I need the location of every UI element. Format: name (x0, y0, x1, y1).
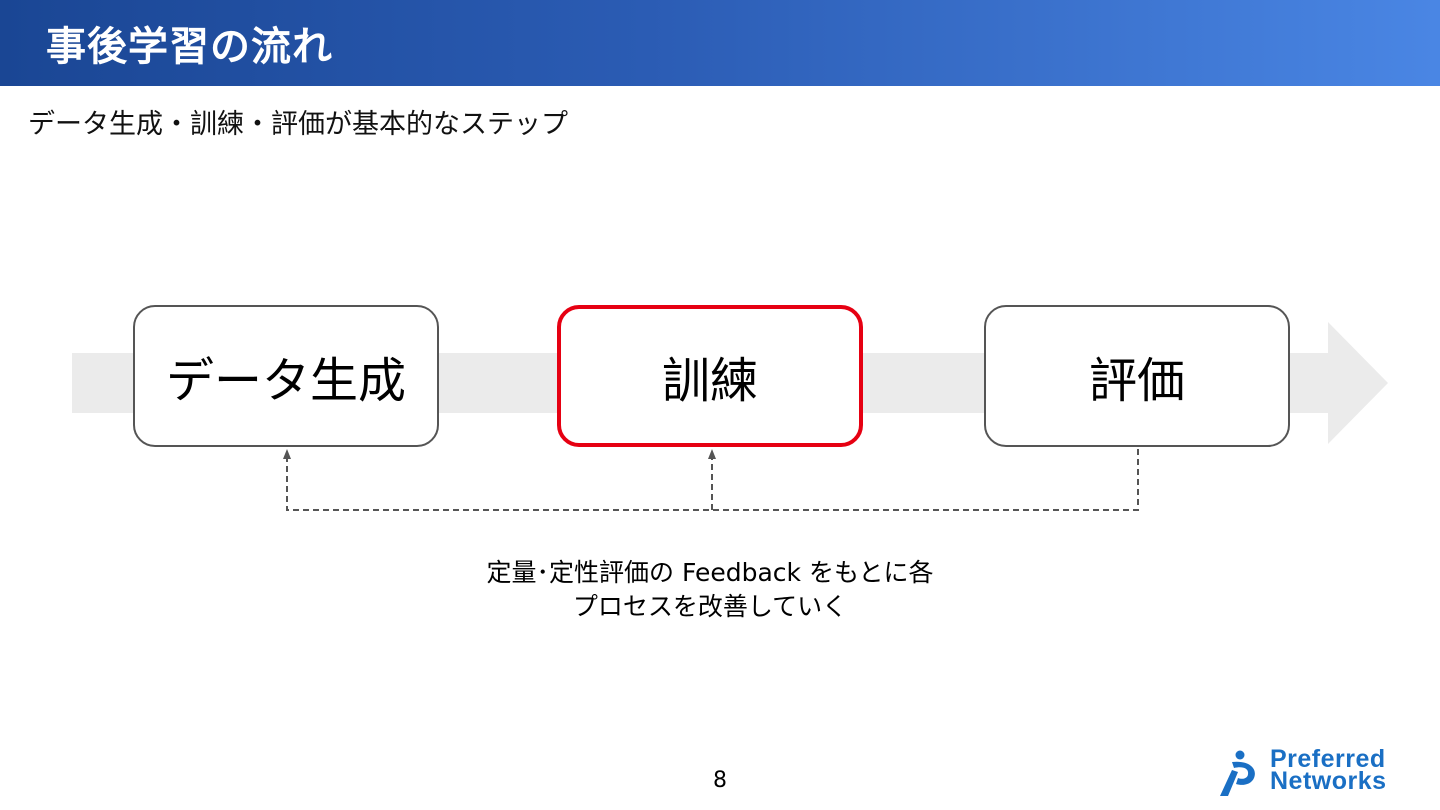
step-label: データ生成 (165, 353, 406, 409)
logo-wordmark: Preferred Networks (1270, 745, 1387, 795)
title-bar: 事後学習の流れ (0, 0, 1440, 86)
step-label: 評価 (1088, 353, 1185, 409)
slide-subtitle: データ生成・訓練・評価が基本的なステップ (28, 109, 568, 140)
step-evaluation[interactable]: 評価 (984, 305, 1290, 447)
logo-mark-icon (1220, 750, 1255, 796)
page-number: 8 (713, 768, 727, 793)
step-label: 訓練 (661, 353, 758, 409)
feedback-arrowhead-center (708, 449, 716, 459)
step-data-generation[interactable]: データ生成 (133, 305, 439, 447)
caption-line-2: プロセスを改善していく (572, 592, 848, 621)
feedback-caption: 定量･定性評価の Feedback をもとに各 プロセスを改善していく (420, 556, 1000, 624)
caption-line-1: 定量･定性評価の Feedback をもとに各 (486, 558, 934, 587)
feedback-arrowhead-left (283, 449, 291, 459)
logo-line-1: Preferred (1270, 745, 1386, 773)
step-training[interactable]: 訓練 (557, 305, 863, 447)
logo-line-2: Networks (1270, 767, 1387, 795)
company-logo: Preferred Networks (1218, 745, 1428, 800)
slide-title: 事後学習の流れ (46, 24, 333, 70)
